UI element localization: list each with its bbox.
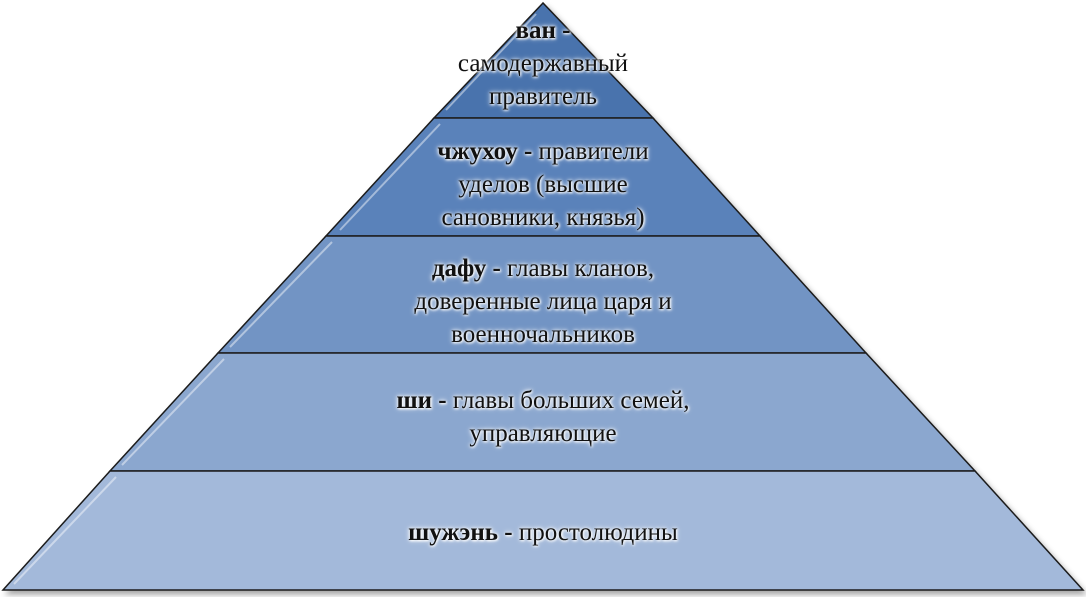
tier-3-shape [216, 235, 868, 354]
tier-1-highlight [445, 13, 537, 111]
tier-1-shape [432, 1, 655, 119]
tier-4-highlight [121, 358, 225, 466]
tier-4-shape [108, 352, 977, 472]
tier-2-highlight [339, 123, 441, 231]
tier-5-shape [1, 470, 1085, 591]
tier-3-highlight [229, 241, 333, 348]
tier-5-highlight [13, 476, 117, 585]
